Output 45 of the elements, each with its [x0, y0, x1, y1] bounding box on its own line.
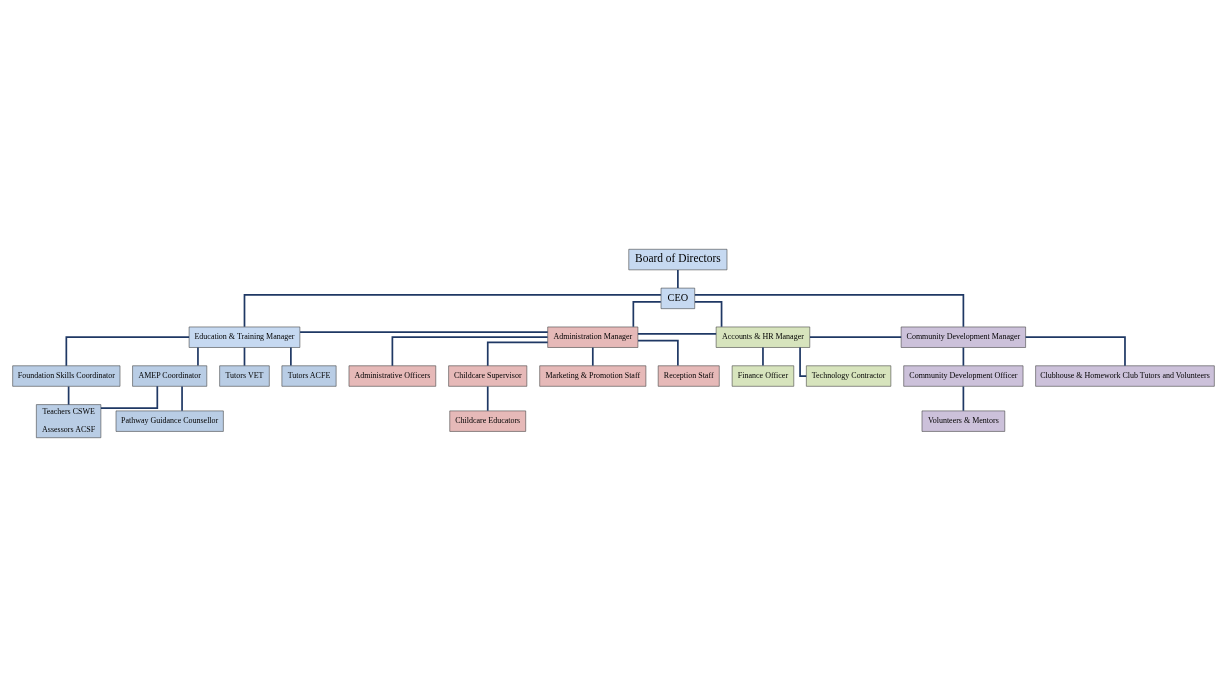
connector	[762, 346, 764, 366]
node-box: Volunteers & Mentors	[921, 410, 1006, 432]
node-box: Reception Staff	[657, 365, 720, 387]
connector	[290, 346, 292, 366]
node-box: CEO	[660, 287, 695, 309]
connector	[591, 346, 594, 366]
node-box: Administrative Officers	[348, 365, 437, 387]
node-box: Childcare Supervisor	[448, 365, 528, 387]
node-box: Education & Training Manager	[188, 326, 301, 348]
connector	[486, 385, 489, 412]
connector	[100, 385, 159, 409]
node-box: Marketing & Promotion Staff	[539, 365, 647, 387]
connector	[637, 332, 717, 335]
connector	[962, 385, 965, 412]
node-box: AMEP Coordinator	[132, 365, 208, 387]
node-box: Clubhouse & Homework Club Tutors and Volunteers	[1035, 365, 1215, 387]
connector	[299, 330, 549, 333]
connector	[799, 346, 808, 377]
node-box: Tutors ACFE	[281, 365, 337, 387]
node-box: Teachers CSWE Assessors ACSF	[36, 403, 102, 438]
connector	[1024, 335, 1126, 366]
node-box: Administration Manager	[547, 326, 639, 348]
node-box: Accounts & HR Manager	[715, 326, 811, 348]
connector	[67, 385, 70, 405]
node-box: Technology Contractor	[806, 365, 892, 387]
connector	[694, 300, 723, 328]
node-box: Board of Directors	[628, 248, 728, 270]
node-box: Community Development Officer	[903, 365, 1024, 387]
node-box: Community Development Manager	[900, 326, 1026, 348]
node-box: Foundation Skills Coordinator	[12, 365, 121, 387]
connector	[632, 300, 662, 328]
connector	[197, 346, 199, 366]
connector	[243, 293, 662, 328]
node-box: Finance Officer	[731, 365, 795, 387]
connector	[181, 385, 183, 412]
connector	[809, 335, 902, 338]
connector	[677, 268, 679, 289]
node-box: Childcare Educators	[449, 410, 526, 432]
connector	[65, 335, 190, 366]
node-box: Tutors VET	[219, 365, 270, 387]
node-box: Pathway Guidance Counsellor	[115, 410, 224, 432]
connector	[391, 335, 549, 366]
connector	[694, 293, 965, 328]
connector	[486, 341, 549, 367]
connector	[637, 339, 679, 366]
